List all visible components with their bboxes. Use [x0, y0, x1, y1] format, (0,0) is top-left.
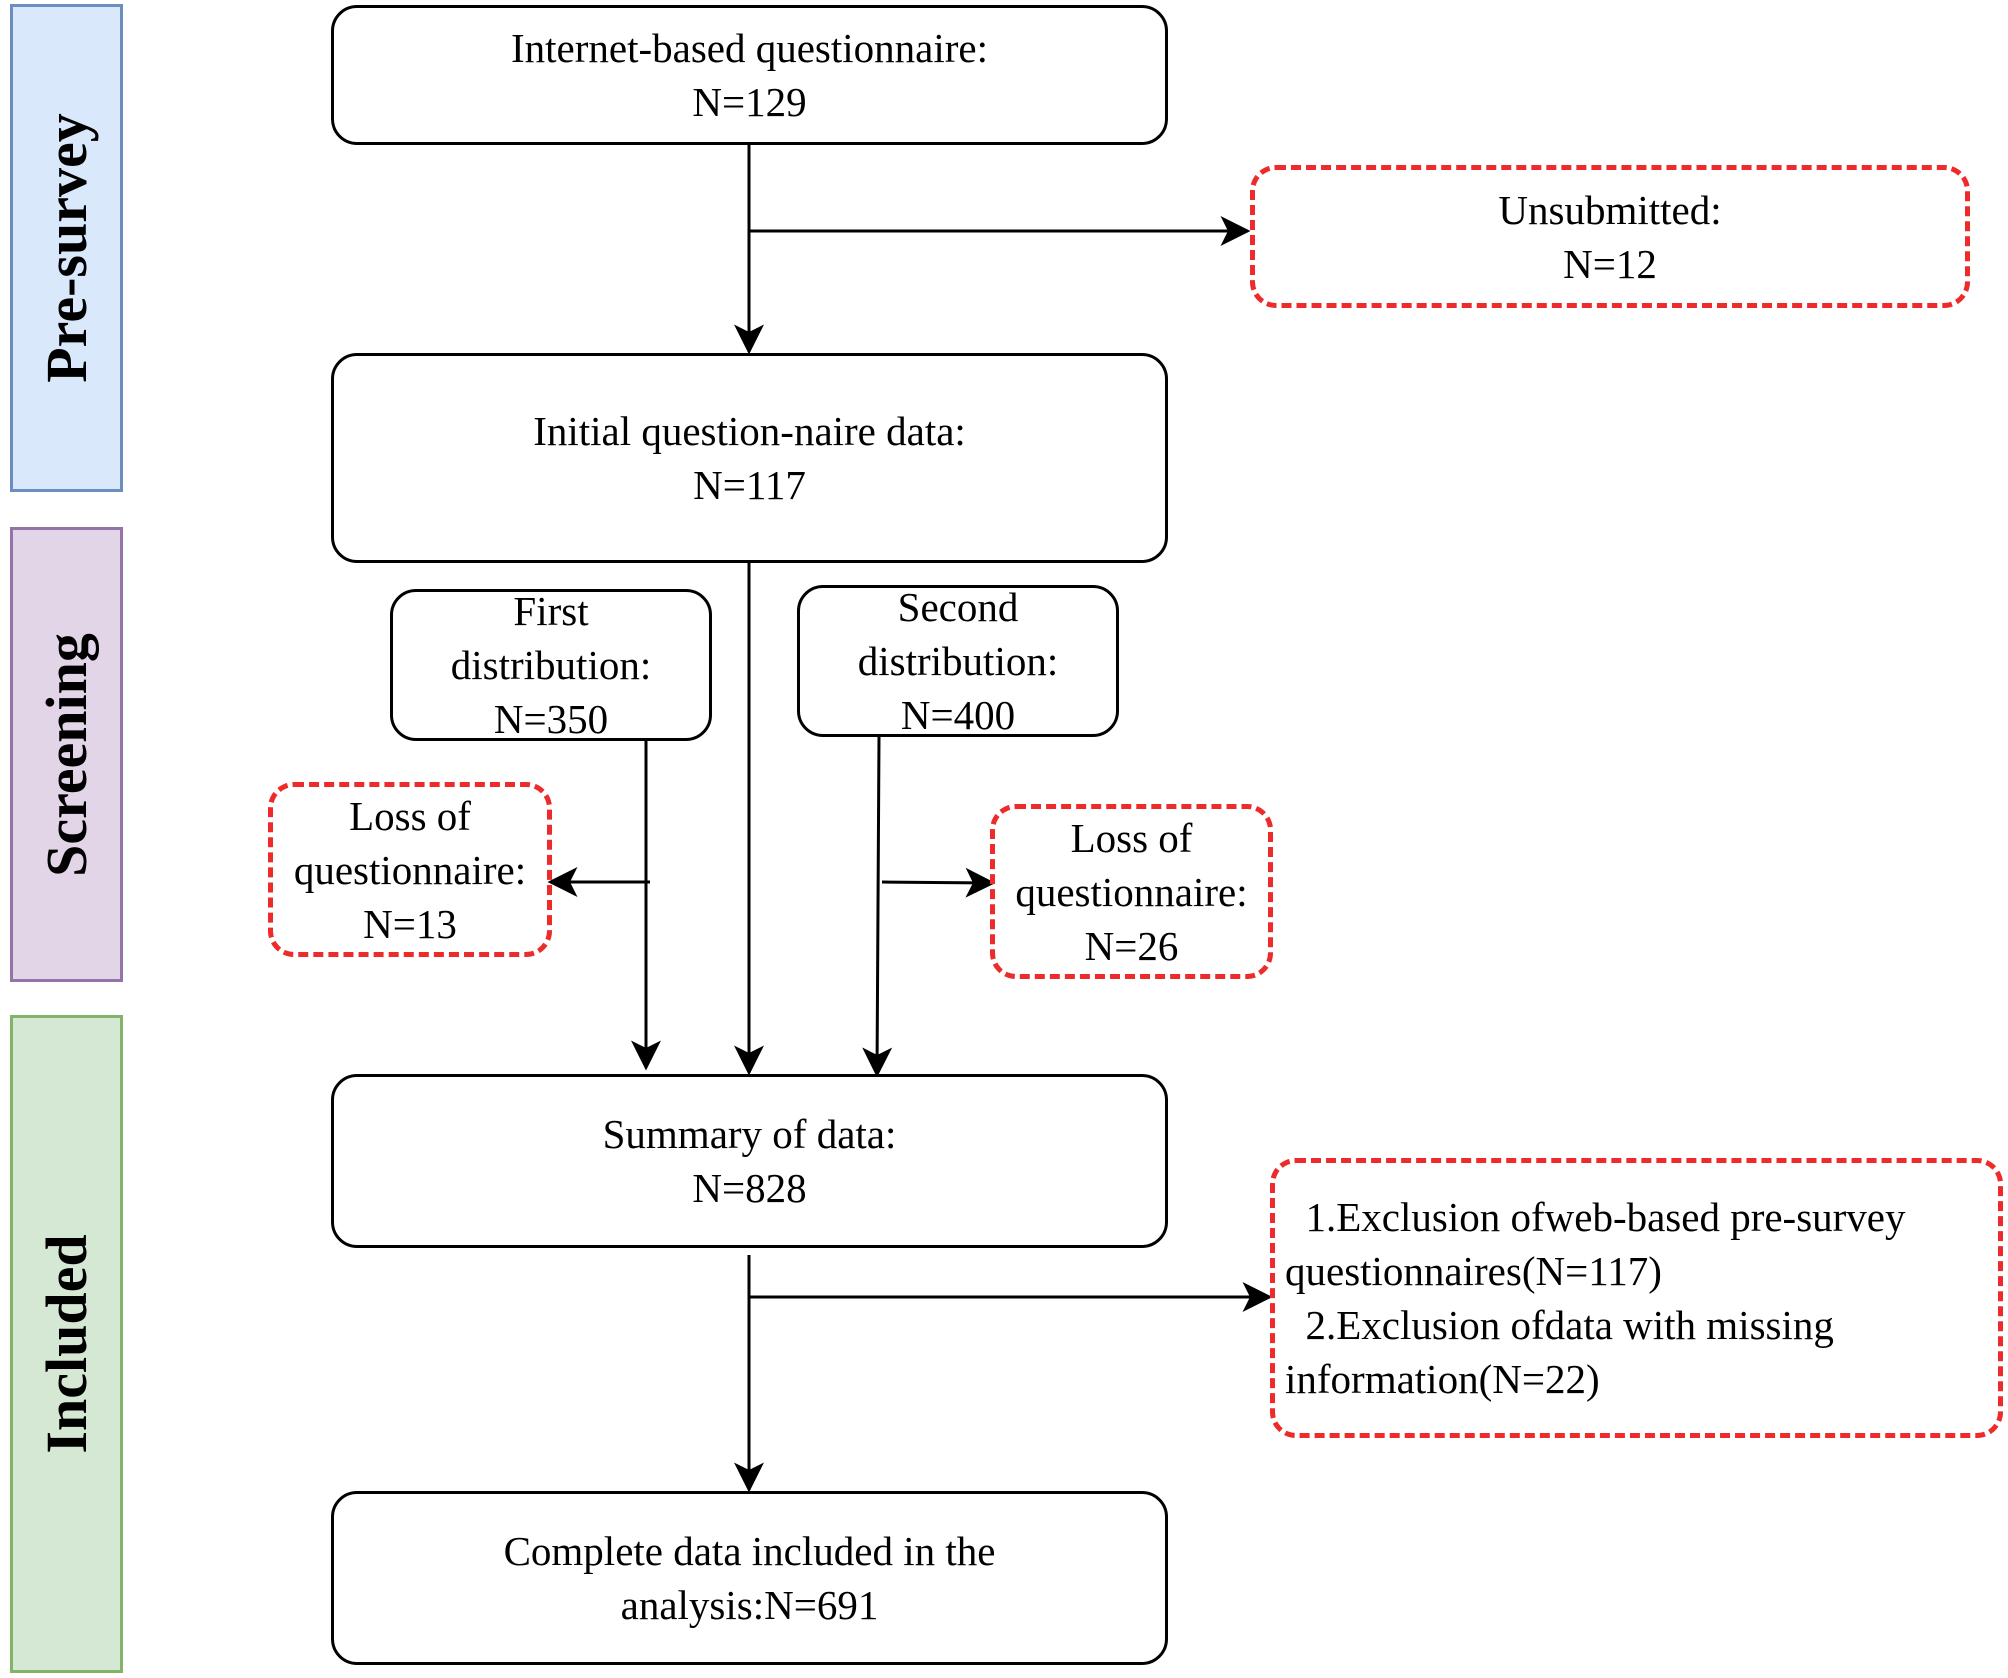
box-exclusion: 1.Exclusion ofweb-based pre-survey quest… [1270, 1158, 2003, 1438]
box-exclusion-line3: 2.Exclusion ofdata with missing [1285, 1302, 1834, 1348]
stage-included: Included [10, 1015, 123, 1673]
box-first-distribution-line2: distribution: [450, 642, 652, 688]
arrow-to-loss-right [881, 867, 996, 898]
box-first-distribution-count: N=350 [493, 696, 609, 742]
box-loss-right: Loss of questionnaire: N=26 [990, 804, 1273, 979]
box-loss-right-line2: questionnaire: [1015, 868, 1248, 915]
box-loss-left: Loss of questionnaire: N=13 [268, 782, 552, 957]
box-first-distribution: First distribution: N=350 [390, 588, 712, 742]
box-exclusion-line2: questionnaires(N=117) [1285, 1248, 1662, 1294]
box-complete: Complete data included in the analysis:N… [331, 1491, 1168, 1665]
box-exclusion-line1: 1.Exclusion ofweb-based pre-survey [1285, 1194, 1906, 1240]
box-loss-left-line1: Loss of [349, 792, 471, 839]
box-exclusion-line4: information(N=22) [1285, 1356, 1600, 1402]
box-first-distribution-line1: First [513, 588, 589, 634]
box-internet-questionnaire-title: Internet-based questionnaire: [510, 25, 988, 71]
box-summary-count: N=828 [692, 1165, 807, 1211]
box-summary-title: Summary of data: [602, 1111, 897, 1157]
box-complete-line2: analysis:N=691 [620, 1582, 879, 1628]
box-unsubmitted-count: N=12 [1563, 240, 1657, 287]
box-unsubmitted: Unsubmitted: N=12 [1250, 165, 1970, 308]
stage-screening: Screening [10, 527, 123, 982]
box-second-distribution-count: N=400 [900, 692, 1016, 738]
box-summary: Summary of data: N=828 [331, 1074, 1168, 1248]
arrow-second-to-summary [862, 736, 893, 1078]
box-internet-questionnaire-count: N=129 [692, 79, 807, 125]
box-loss-left-line2: questionnaire: [293, 846, 527, 893]
box-initial-data-count: N=117 [693, 462, 806, 508]
box-initial-data-title: Initial question-naire data: [533, 408, 966, 454]
box-second-distribution-line1: Second [897, 584, 1019, 630]
box-complete-line1: Complete data included in the [503, 1528, 996, 1574]
box-internet-questionnaire: Internet-based questionnaire: N=129 [331, 5, 1168, 145]
box-second-distribution-line2: distribution: [857, 638, 1059, 684]
box-unsubmitted-title: Unsubmitted: [1498, 186, 1722, 233]
box-loss-right-line1: Loss of [1070, 814, 1193, 861]
stage-pre-survey: Pre-survey [10, 4, 123, 492]
box-second-distribution: Second distribution: N=400 [797, 584, 1119, 738]
box-initial-data: Initial question-naire data: N=117 [331, 353, 1168, 563]
box-loss-right-count: N=26 [1084, 922, 1179, 969]
box-loss-left-count: N=13 [363, 900, 457, 947]
